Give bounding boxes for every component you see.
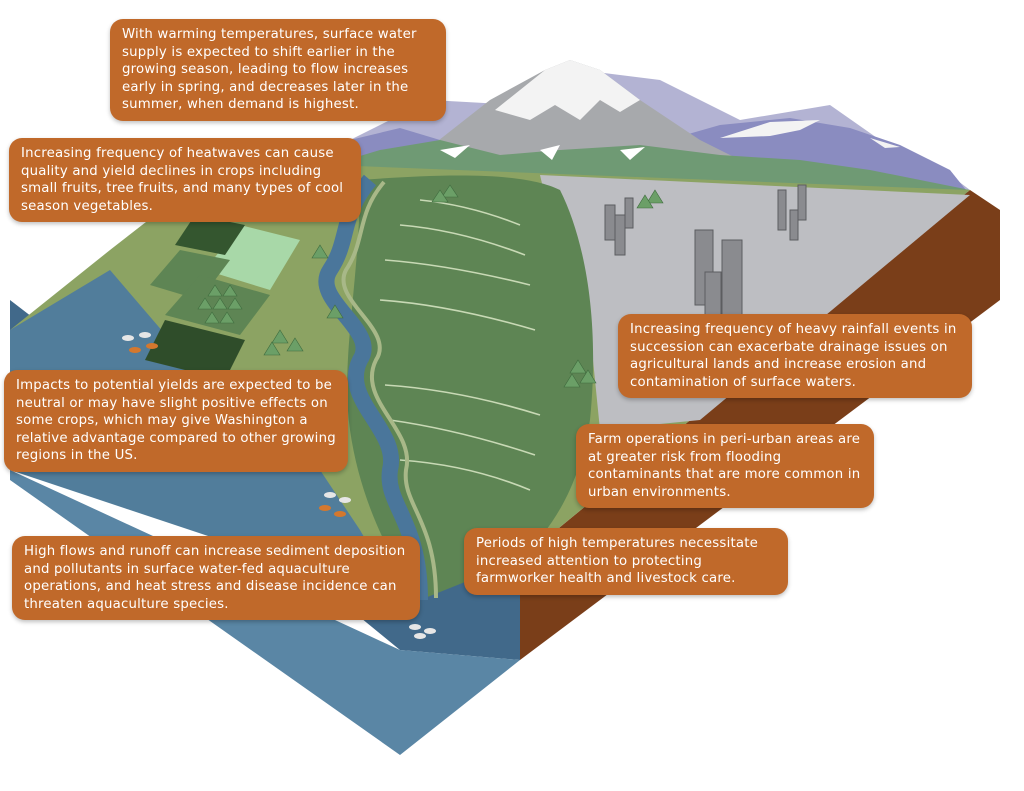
callout-high-temperatures: Periods of high temperatures necessitate… <box>464 528 788 595</box>
callout-surface-water: With warming temperatures, surface water… <box>110 19 446 121</box>
callout-high-flows: High flows and runoff can increase sedim… <box>12 536 420 621</box>
callout-heatwaves-text: Increasing frequency of heatwaves can ca… <box>21 146 344 214</box>
callout-heavy-rainfall: Increasing frequency of heavy rainfall e… <box>618 314 972 399</box>
water-front-side <box>10 300 520 660</box>
callout-potential-yields: Impacts to potential yields are expected… <box>4 370 348 472</box>
callout-heavy-rainfall-text: Increasing frequency of heavy rainfall e… <box>630 322 957 390</box>
callout-heatwaves: Increasing frequency of heatwaves can ca… <box>9 138 361 223</box>
field-furrows <box>379 199 541 491</box>
river <box>318 174 428 601</box>
callout-high-flows-text: High flows and runoff can increase sedim… <box>24 544 406 612</box>
river-bank <box>341 180 438 599</box>
buildings <box>604 184 807 318</box>
callout-high-temperatures-text: Periods of high temperatures necessitate… <box>476 536 759 587</box>
callout-potential-yields-text: Impacts to potential yields are expected… <box>16 378 336 464</box>
callout-peri-urban: Farm operations in peri-urban areas are … <box>576 424 874 509</box>
callout-surface-water-text: With warming temperatures, surface water… <box>122 27 417 113</box>
tree-clusters <box>197 184 664 388</box>
fish-group <box>122 332 436 639</box>
callout-peri-urban-text: Farm operations in peri-urban areas are … <box>588 432 861 500</box>
